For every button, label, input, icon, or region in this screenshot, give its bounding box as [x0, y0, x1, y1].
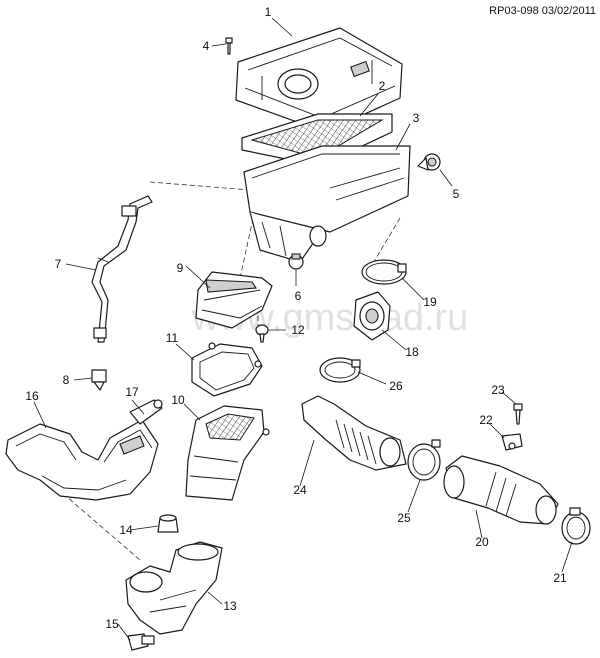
part-22-bracket [501, 433, 523, 451]
diagram-reference-code: RP03-098 03/02/2011 [489, 5, 596, 17]
part-13-lower-resonator [125, 541, 223, 635]
callout-4: 4 [203, 39, 210, 53]
part-23-bolt [513, 403, 523, 425]
part-18-mass-airflow-sensor [353, 291, 391, 341]
part-4-screw [225, 37, 233, 55]
part-2-air-filter-element [241, 113, 393, 167]
callout-3: 3 [413, 111, 420, 125]
callout-17: 17 [125, 385, 139, 399]
part-9-resonator [195, 271, 273, 329]
part-6-connector [288, 253, 304, 270]
callout-20: 20 [475, 535, 489, 549]
part-15-fastener [127, 633, 155, 651]
part-5-grommet [417, 153, 441, 171]
part-16-intake-snorkel [5, 419, 159, 501]
callout-11: 11 [166, 331, 179, 345]
callout-7: 7 [55, 257, 62, 271]
callout-13: 13 [223, 599, 237, 613]
callout-25: 25 [397, 511, 411, 525]
callout-26: 26 [389, 379, 403, 393]
callout-16: 16 [25, 389, 39, 403]
callout-9: 9 [177, 261, 184, 275]
callout-15: 15 [105, 617, 119, 631]
callout-leader-lines [33, 17, 573, 641]
part-3-air-cleaner-housing [243, 145, 411, 263]
part-19-clamp [361, 259, 407, 285]
callout-2: 2 [379, 79, 386, 93]
callout-18: 18 [405, 345, 419, 359]
callout-6: 6 [295, 289, 302, 303]
callout-5: 5 [453, 187, 460, 201]
part-8-hose-clip [91, 369, 107, 391]
callout-22: 22 [479, 413, 493, 427]
callout-24: 24 [293, 483, 307, 497]
part-20-coupler-hose [443, 455, 559, 525]
callout-19: 19 [423, 295, 437, 309]
part-25-clamp [407, 439, 441, 481]
part-14-nut [157, 514, 179, 533]
callout-14: 14 [119, 523, 133, 537]
part-24-outlet-duct [301, 395, 407, 471]
part-7-breather-hose [91, 195, 153, 343]
part-1-air-cleaner-cover [235, 27, 403, 133]
callout-1: 1 [265, 5, 272, 19]
callout-labels: 1 2 3 4 5 6 7 8 9 10 11 12 13 14 15 16 1… [25, 5, 567, 631]
part-26-clamp [319, 357, 361, 383]
part-21-clamp [561, 507, 591, 545]
part-10-air-duct [185, 405, 270, 501]
callout-23: 23 [491, 383, 505, 397]
part-11-seal [191, 342, 263, 397]
part-17-bracket-bolt [129, 399, 163, 425]
callout-8: 8 [63, 373, 70, 387]
callout-10: 10 [171, 393, 185, 407]
part-12-pin [255, 324, 269, 343]
callout-21: 21 [553, 571, 567, 585]
callout-12: 12 [291, 323, 305, 337]
